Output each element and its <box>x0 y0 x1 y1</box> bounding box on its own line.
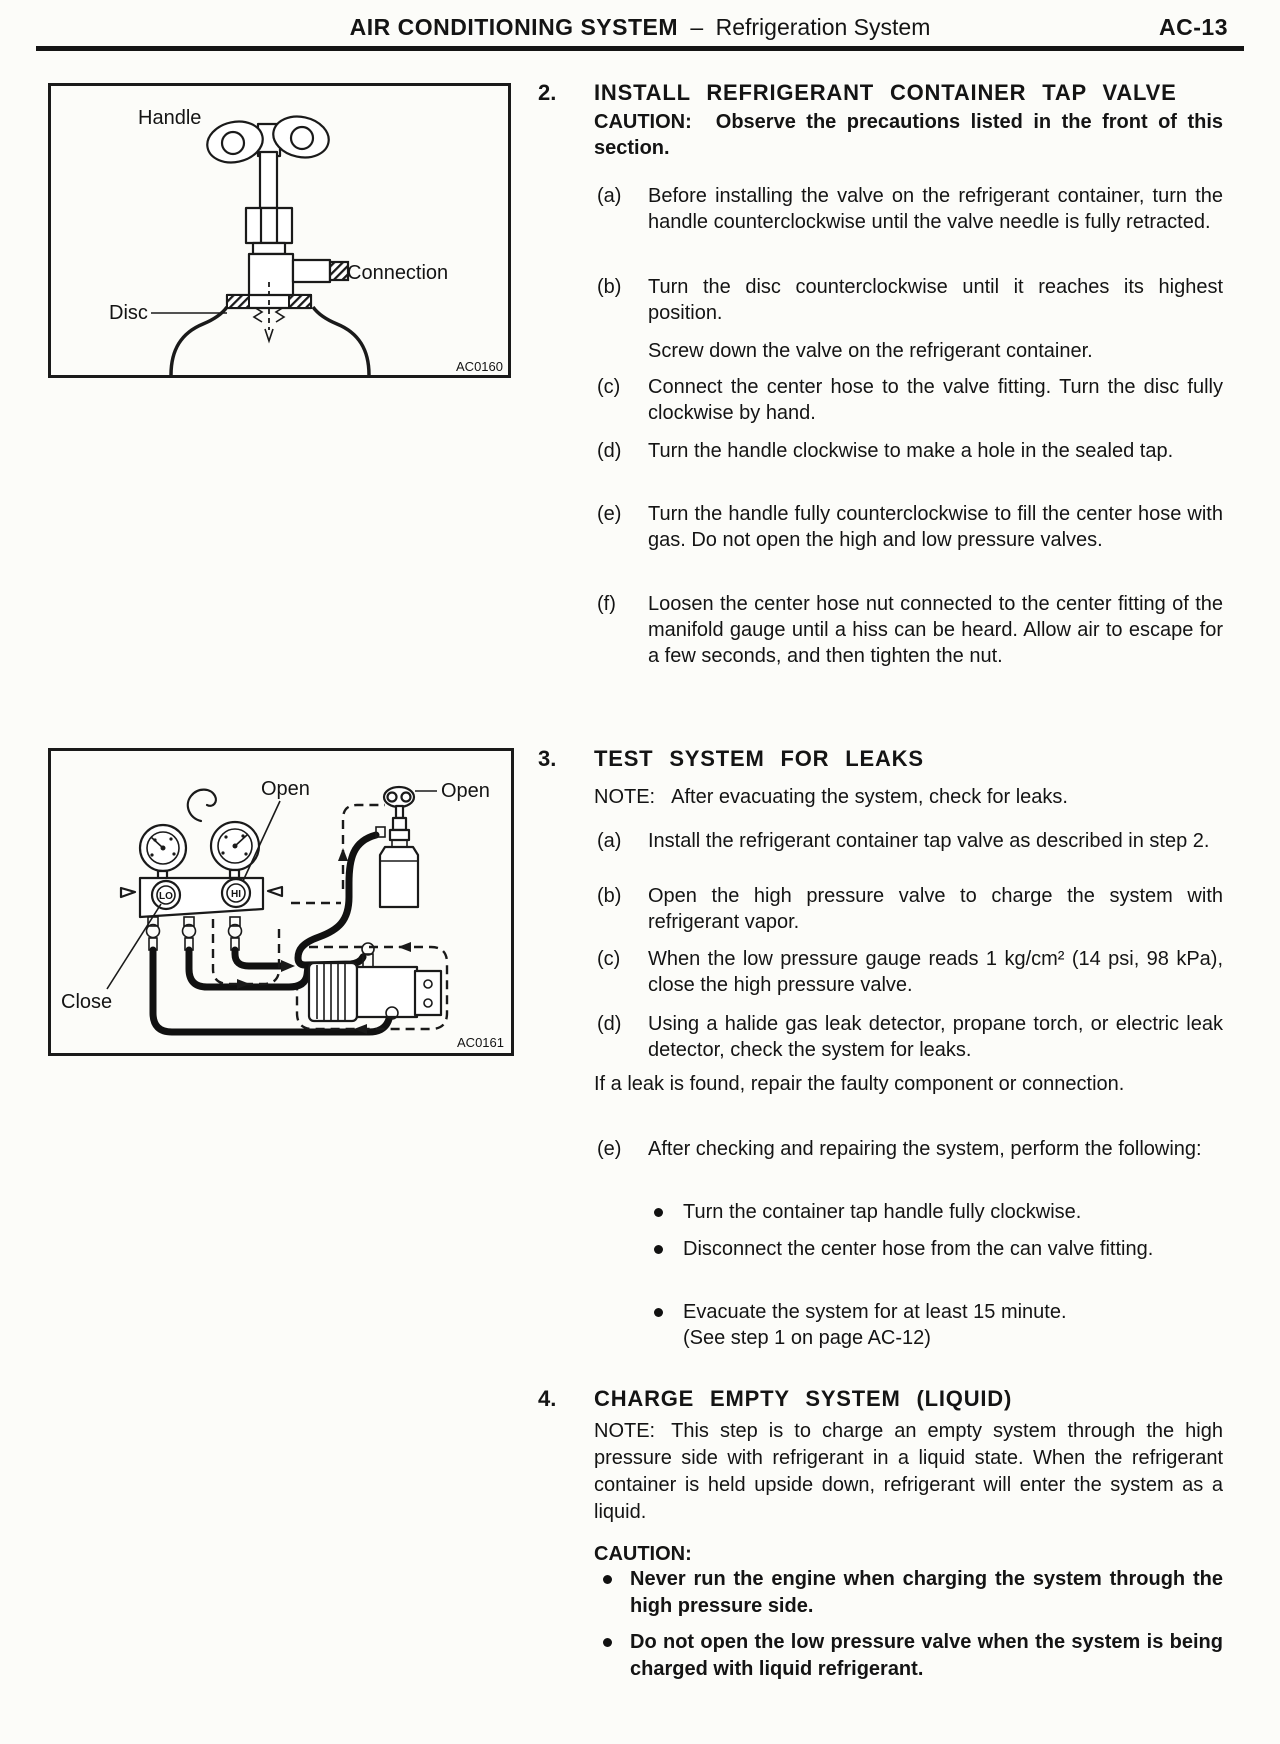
item-text: Turn the handle fully counterclockwise t… <box>648 503 1223 551</box>
item-label: (b) <box>597 276 622 298</box>
bullet-item: Evacuate the system for at least 15 minu… <box>538 1299 1223 1351</box>
note-label: NOTE: <box>594 1420 656 1442</box>
item-text: Turn the handle clockwise to make a hole… <box>648 440 1174 462</box>
bullet-item: Disconnect the center hose from the can … <box>538 1236 1223 1262</box>
bullet-icon <box>654 1245 663 1254</box>
step-item: (e) Turn the handle fully counterclockwi… <box>538 501 1223 553</box>
caution-label: CAUTION: <box>594 111 692 133</box>
page-header-title: AIR CONDITIONING SYSTEM – Refrigeration … <box>0 14 1280 41</box>
connection-label: Connection <box>347 262 448 284</box>
bullet-icon <box>654 1208 663 1217</box>
item-text: Loosen the center hose nut connected to … <box>648 593 1223 667</box>
note-text: This step is to charge an empty system t… <box>594 1420 1223 1523</box>
bullet-icon <box>603 1638 612 1647</box>
step-item: (b) Turn the disc counterclockwise until… <box>538 274 1223 326</box>
step-item: (c) Connect the center hose to the valve… <box>538 374 1223 426</box>
open-can-valve-label: Open <box>441 780 490 802</box>
figure-code: AC0161 <box>457 1035 504 1050</box>
header-rule <box>36 46 1244 51</box>
step-item: (e) After checking and repairing the sys… <box>538 1136 1223 1162</box>
section2-title: INSTALL REFRIGERANT CONTAINER TAP VALVE <box>594 80 1177 105</box>
item-text: Install the refrigerant container tap va… <box>648 830 1210 852</box>
step-item: (b) Open the high pressure valve to char… <box>538 883 1223 935</box>
section2-number: 2. <box>538 80 557 105</box>
item-label: (d) <box>597 440 622 462</box>
manifold-illustration: Open Open Close LO HI AC0161 <box>61 778 504 1050</box>
item-label: (a) <box>597 830 622 852</box>
item-label: (e) <box>597 503 622 525</box>
item-text: Open the high pressure valve to charge t… <box>648 885 1223 933</box>
bullet-text: Evacuate the system for at least 15 minu… <box>683 1301 1067 1349</box>
section3-number: 3. <box>538 746 557 771</box>
handle-label: Handle <box>138 107 201 129</box>
section4-title: CHARGE EMPTY SYSTEM (LIQUID) <box>594 1386 1013 1411</box>
high-gauge-label: HI <box>231 889 241 900</box>
item-text: Connect the center hose to the valve fit… <box>648 376 1223 424</box>
item-label: (e) <box>597 1138 622 1160</box>
open-manifold-leader-line <box>242 800 281 882</box>
section4-caution-label: CAUTION: <box>594 1543 692 1565</box>
item-label: (d) <box>597 1013 622 1035</box>
item-text: Turn the disc counterclockwise until it … <box>648 276 1223 324</box>
item-label: (a) <box>597 185 622 207</box>
bullet-text: Turn the container tap handle fully cloc… <box>683 1201 1082 1223</box>
item-label: (c) <box>597 948 621 970</box>
header-dash: – <box>690 14 704 40</box>
item-text: When the low pressure gauge reads 1 kg/c… <box>648 948 1223 996</box>
item-text: Screw down the valve on the refrigerant … <box>648 340 1093 362</box>
section3-note: NOTE: After evacuating the system, check … <box>594 784 1223 810</box>
step-item: (a) Install the refrigerant container ta… <box>538 828 1223 854</box>
note-label: NOTE: <box>594 786 656 808</box>
figure-code: AC0160 <box>456 359 503 374</box>
bullet-text: Do not open the low pressure valve when … <box>630 1631 1223 1680</box>
section3-title: TEST SYSTEM FOR LEAKS <box>594 746 924 771</box>
close-leader-line <box>106 903 162 990</box>
leak-repair-paragraph: If a leak is found, repair the faulty co… <box>594 1073 1125 1095</box>
caution-bullet-item: Never run the engine when charging the s… <box>538 1566 1223 1620</box>
step-item: (f) Loosen the center hose nut connected… <box>538 591 1223 669</box>
disc-label: Disc <box>109 302 148 324</box>
bullet-icon <box>654 1308 663 1317</box>
figure-tap-valve: Handle Connection Disc AC0160 <box>48 83 511 378</box>
open-high-valve-label: Open <box>261 778 310 800</box>
close-low-valve-label: Close <box>61 991 112 1013</box>
caution-bullet-item: Do not open the low pressure valve when … <box>538 1629 1223 1683</box>
section4-number: 4. <box>538 1386 557 1411</box>
item-text: Using a halide gas leak detector, propan… <box>648 1013 1223 1061</box>
header-section-title: AIR CONDITIONING SYSTEM <box>349 14 679 40</box>
bullet-text: Never run the engine when charging the s… <box>630 1568 1223 1617</box>
header-subsection-title: Refrigeration System <box>715 14 931 40</box>
page-number: AC-13 <box>1159 14 1228 40</box>
tap-valve-illustration: Handle Connection Disc AC0160 <box>109 107 503 376</box>
step-item: (c) When the low pressure gauge reads 1 … <box>538 946 1223 998</box>
bullet-item: Turn the container tap handle fully cloc… <box>538 1199 1223 1225</box>
bullet-icon <box>603 1575 612 1584</box>
item-label: (c) <box>597 376 621 398</box>
figure-manifold-gauge: Open Open Close LO HI AC0161 <box>48 748 514 1056</box>
item-text: Before installing the valve on the refri… <box>648 185 1223 233</box>
bullet-text: Disconnect the center hose from the can … <box>683 1238 1154 1260</box>
step-item: Screw down the valve on the refrigerant … <box>538 338 1223 364</box>
step-item: (d) Turn the handle clockwise to make a … <box>538 438 1223 464</box>
manifold-drawing <box>119 785 449 1036</box>
item-label: (b) <box>597 885 622 907</box>
tap-valve-drawing <box>169 115 371 376</box>
item-label: (f) <box>597 593 616 615</box>
step-item: (a) Before installing the valve on the r… <box>538 183 1223 235</box>
note-text: After evacuating the system, check for l… <box>671 786 1068 808</box>
section4-note: NOTE:This step is to charge an empty sys… <box>594 1418 1223 1526</box>
section2-caution: CAUTION:Observe the precautions listed i… <box>594 109 1223 161</box>
caution-text: Observe the precautions listed in the fr… <box>594 111 1223 159</box>
item-text: After checking and repairing the system,… <box>648 1138 1202 1160</box>
low-gauge-label: LO <box>159 891 173 902</box>
step-item: (d) Using a halide gas leak detector, pr… <box>538 1011 1223 1063</box>
